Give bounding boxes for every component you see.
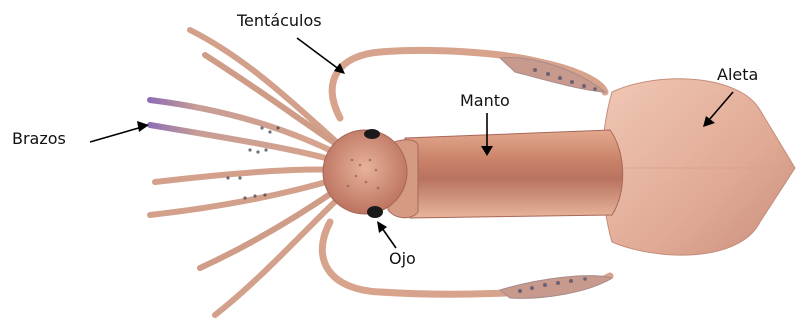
label-tentaculos: Tentáculos [237, 13, 322, 29]
label-brazos: Brazos [12, 131, 66, 147]
eye [367, 206, 383, 218]
label-aleta: Aleta [717, 67, 758, 83]
arms [150, 30, 345, 315]
label-ojo: Ojo [389, 251, 416, 267]
eye-top [364, 129, 380, 139]
label-manto: Manto [460, 93, 510, 109]
mantle [405, 130, 623, 218]
fin [602, 79, 795, 255]
head [323, 130, 407, 214]
